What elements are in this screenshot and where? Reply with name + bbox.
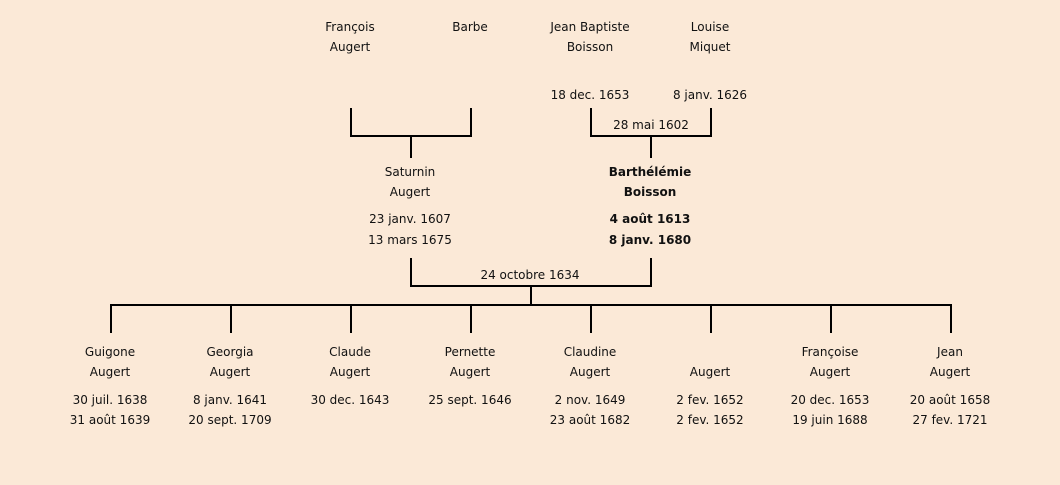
marriage-date: 24 octobre 1634 — [480, 268, 580, 282]
person-first-name[interactable]: Barbe — [452, 20, 488, 34]
person-first-name[interactable]: Georgia — [206, 345, 254, 359]
death-date: 27 fev. 1721 — [912, 413, 988, 427]
birth-date: 20 août 1658 — [909, 393, 991, 407]
person-last-name[interactable]: Augert — [329, 40, 371, 54]
death-date: 31 août 1639 — [69, 413, 151, 427]
death-date: 20 sept. 1709 — [188, 413, 272, 427]
death-date: 2 fev. 1652 — [676, 413, 744, 427]
person-first-name[interactable]: Claude — [329, 345, 371, 359]
person-last-name[interactable]: Augert — [689, 365, 731, 379]
person-last-name[interactable]: Miquet — [689, 40, 731, 54]
person-first-name[interactable]: Guigone — [84, 345, 136, 359]
birth-date: 30 juil. 1638 — [72, 393, 148, 407]
death-date: 19 juin 1688 — [792, 413, 868, 427]
birth-date: 23 janv. 1607 — [369, 212, 451, 226]
birth-date: 2 nov. 1649 — [554, 393, 626, 407]
person-first-name[interactable]: Françoise — [801, 345, 859, 359]
birth-date: 20 dec. 1653 — [790, 393, 870, 407]
person-last-name[interactable]: Augert — [569, 365, 611, 379]
death-date: 13 mars 1675 — [368, 233, 452, 247]
person-first-name[interactable]: François — [325, 20, 375, 34]
birth-date: 2 fev. 1652 — [676, 393, 744, 407]
person-first-name[interactable]: Saturnin — [384, 165, 436, 179]
person-date: 18 dec. 1653 — [550, 88, 630, 102]
birth-date: 4 août 1613 — [609, 212, 691, 226]
birth-date: 30 dec. 1643 — [310, 393, 390, 407]
person-first-name[interactable]: Claudine — [563, 345, 617, 359]
person-last-name[interactable]: Augert — [389, 185, 431, 199]
person-last-name[interactable]: Augert — [329, 365, 371, 379]
person-first-name[interactable]: Barthélémie — [608, 165, 692, 179]
marriage-date: 28 mai 1602 — [613, 118, 689, 132]
birth-date: 8 janv. 1641 — [192, 393, 268, 407]
person-last-name[interactable]: Augert — [929, 365, 971, 379]
person-first-name[interactable]: Jean — [937, 345, 963, 359]
person-last-name[interactable]: Boisson — [623, 185, 677, 199]
person-last-name[interactable]: Augert — [809, 365, 851, 379]
death-date: 23 août 1682 — [549, 413, 631, 427]
person-first-name[interactable]: Jean Baptiste — [550, 20, 630, 34]
person-last-name[interactable]: Boisson — [566, 40, 614, 54]
person-last-name[interactable]: Augert — [449, 365, 491, 379]
person-last-name[interactable]: Augert — [209, 365, 251, 379]
person-date: 8 janv. 1626 — [672, 88, 748, 102]
person-first-name[interactable]: Louise — [690, 20, 730, 34]
person-first-name[interactable]: Pernette — [444, 345, 496, 359]
death-date: 8 janv. 1680 — [608, 233, 692, 247]
person-last-name[interactable]: Augert — [89, 365, 131, 379]
birth-date: 25 sept. 1646 — [428, 393, 512, 407]
